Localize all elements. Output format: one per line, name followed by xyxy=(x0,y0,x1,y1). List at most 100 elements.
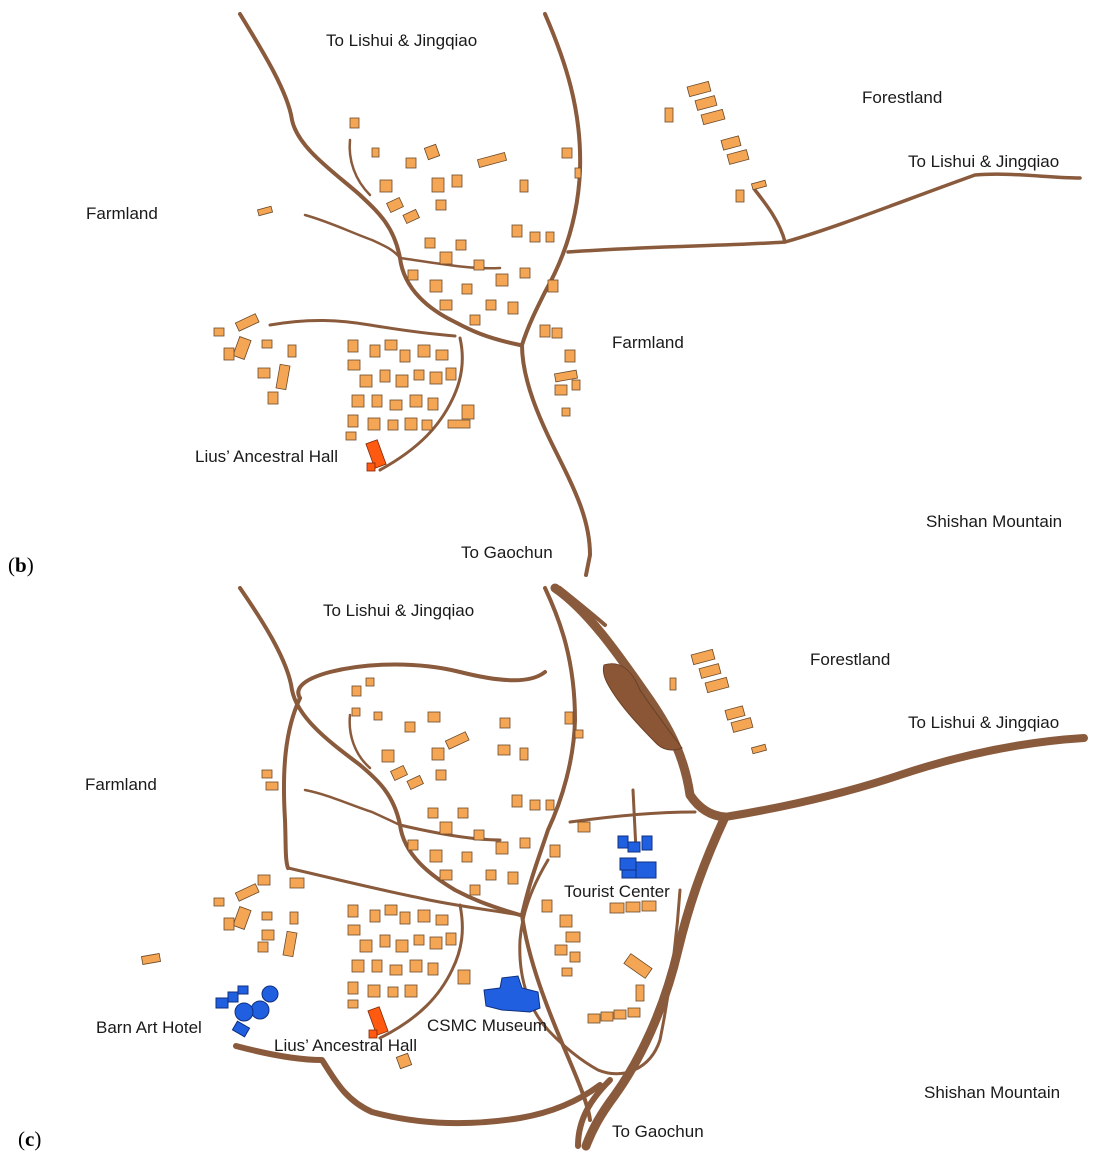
map-panel-b: To Lishui & Jingqiao Forestland To Lishu… xyxy=(8,12,1082,577)
building xyxy=(435,349,449,361)
building xyxy=(529,799,541,811)
label-farmland-west: Farmland xyxy=(85,775,157,794)
road-bypass-south xyxy=(581,812,730,1151)
building xyxy=(635,984,645,1002)
building xyxy=(519,267,531,279)
ancestral-hall-annex xyxy=(368,1029,378,1039)
building xyxy=(373,711,383,721)
labels-c: To Lishui & Jingqiao Forestland To Lishu… xyxy=(18,601,1060,1151)
building xyxy=(724,705,746,721)
road-nw-branch-1 xyxy=(348,713,372,770)
building xyxy=(234,883,260,902)
road-north-main xyxy=(520,12,583,347)
tourist-center-block xyxy=(635,861,657,879)
building xyxy=(485,869,497,881)
building xyxy=(351,394,365,408)
ancestral-hall-building xyxy=(365,439,387,469)
road-east-link xyxy=(568,810,697,824)
building xyxy=(750,179,768,191)
new-developments-c xyxy=(215,835,657,1038)
road-east xyxy=(566,172,1082,254)
building xyxy=(351,959,365,973)
building xyxy=(623,953,653,979)
building xyxy=(429,371,443,385)
road-inner-link xyxy=(398,823,502,842)
building xyxy=(234,313,260,332)
building xyxy=(574,729,584,739)
building xyxy=(439,299,453,311)
building xyxy=(409,959,423,973)
road-southern-ring xyxy=(233,1043,603,1127)
building xyxy=(223,917,235,931)
label-forestland: Forestland xyxy=(862,88,942,107)
building xyxy=(257,874,271,886)
building xyxy=(421,419,433,431)
label-mountain: Shishan Mountain xyxy=(926,512,1062,531)
building xyxy=(427,962,439,976)
building xyxy=(257,367,271,379)
hotel-block xyxy=(237,985,249,995)
building xyxy=(519,179,529,193)
road-nw-branch-2 xyxy=(303,213,402,260)
building xyxy=(379,369,391,383)
building xyxy=(447,419,471,429)
building xyxy=(351,685,362,697)
building xyxy=(549,844,561,858)
building xyxy=(445,367,457,381)
road-bypass-north xyxy=(550,583,730,822)
buildings-b xyxy=(213,80,768,472)
building xyxy=(389,399,403,411)
building xyxy=(435,769,447,781)
building xyxy=(511,794,523,808)
building xyxy=(404,984,418,998)
building xyxy=(469,884,481,896)
building xyxy=(386,196,404,214)
building xyxy=(435,199,447,211)
label-farmland-west: Farmland xyxy=(86,204,158,223)
building xyxy=(257,941,269,953)
tourist-center-buildings xyxy=(617,835,657,879)
building xyxy=(232,906,252,930)
hotel-block xyxy=(227,991,239,1003)
building xyxy=(457,807,469,819)
building xyxy=(347,924,361,936)
building xyxy=(613,1009,627,1020)
building xyxy=(359,939,373,953)
building xyxy=(405,157,417,169)
hotel-round-building xyxy=(261,985,279,1003)
building xyxy=(600,1011,614,1022)
buildings-c xyxy=(140,648,768,1070)
building xyxy=(347,414,359,428)
road-north-west xyxy=(238,586,522,917)
road-west-lane xyxy=(268,318,457,338)
building xyxy=(507,871,519,885)
building xyxy=(347,981,359,995)
building xyxy=(345,431,357,441)
road-nw-branch-1 xyxy=(348,138,372,197)
building xyxy=(423,143,441,161)
building xyxy=(351,707,361,717)
building xyxy=(625,901,641,913)
labels-b: To Lishui & Jingqiao Forestland To Lishu… xyxy=(8,31,1062,577)
building xyxy=(571,379,581,391)
building xyxy=(554,369,578,383)
label-east-road: To Lishui & Jingqiao xyxy=(908,152,1059,171)
label-farmland-east: Farmland xyxy=(612,333,684,352)
building xyxy=(407,839,419,851)
panel-label-b: (b) xyxy=(8,553,34,577)
building xyxy=(564,349,576,363)
building xyxy=(541,899,553,913)
building xyxy=(698,663,722,679)
building xyxy=(439,869,453,881)
tourist-center-block xyxy=(621,869,637,879)
building xyxy=(424,237,436,249)
road-inner-link xyxy=(398,256,502,270)
building xyxy=(519,747,529,761)
label-south-road: To Gaochun xyxy=(612,1122,704,1141)
building xyxy=(561,147,573,159)
building xyxy=(371,394,383,408)
building xyxy=(359,374,373,388)
building xyxy=(289,911,299,925)
building xyxy=(261,769,273,779)
building xyxy=(381,749,395,763)
